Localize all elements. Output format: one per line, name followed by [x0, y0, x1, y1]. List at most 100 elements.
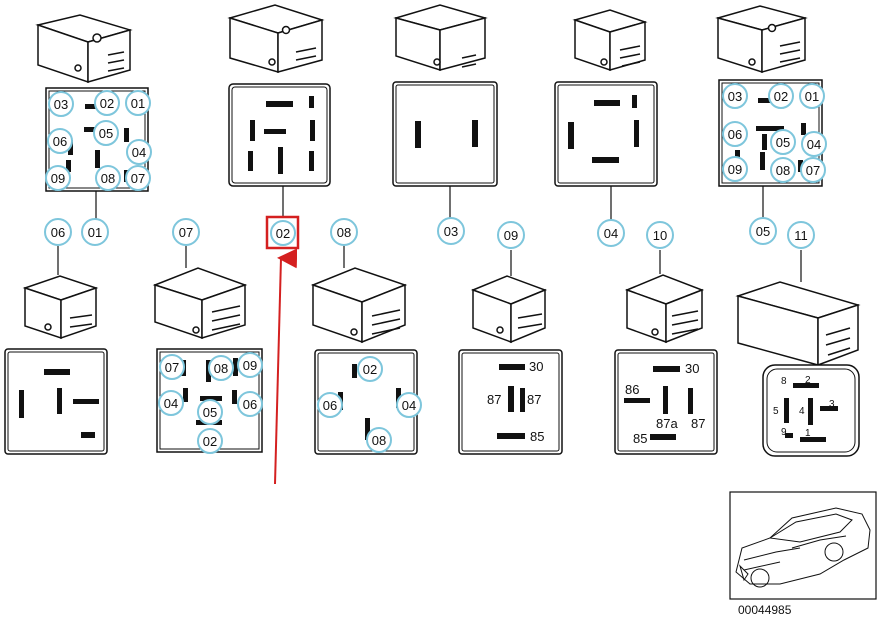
svg-text:05: 05 [756, 224, 770, 239]
pin-label: 09 [45, 165, 71, 191]
svg-text:11: 11 [794, 228, 808, 243]
relay-01-body-drawing [35, 14, 133, 84]
pin-label: 04 [126, 139, 152, 165]
relay-11 [735, 281, 861, 457]
svg-text:04: 04 [402, 398, 416, 413]
svg-text:04: 04 [604, 226, 618, 241]
pin-label: 03 [722, 83, 748, 109]
relay-09-body-drawing [470, 275, 548, 344]
svg-text:10: 10 [653, 228, 667, 243]
terminal-label: 30 [685, 361, 699, 376]
svg-text:04: 04 [132, 145, 146, 160]
svg-text:02: 02 [363, 362, 377, 377]
callout-06[interactable]: 06 [44, 218, 72, 246]
svg-text:04: 04 [164, 396, 178, 411]
pin-label: 01 [125, 90, 151, 116]
leader-lines [57, 186, 802, 282]
terminal-label: 8 [781, 376, 787, 387]
pin-label: 08 [770, 157, 796, 183]
relay-05-pin-labels: 03 02 01 06 05 04 09 08 07 [722, 83, 827, 183]
pin-label: 05 [770, 129, 796, 155]
relay-11-terminal-labels: 8 2 5 4 3 9 1 [773, 375, 835, 439]
terminal-label: 1 [805, 428, 811, 439]
callout-08[interactable]: 08 [330, 218, 358, 246]
svg-text:08: 08 [372, 433, 386, 448]
pin-label: 08 [366, 427, 392, 453]
svg-text:07: 07 [131, 171, 145, 186]
svg-text:02: 02 [276, 226, 290, 241]
pin-label: 09 [722, 156, 748, 182]
pin-label: 09 [237, 352, 263, 378]
svg-text:09: 09 [51, 171, 65, 186]
relay-09-terminal-labels: 30 87 87 85 [487, 359, 544, 444]
pin-label: 02 [357, 356, 383, 382]
selection-arrow [274, 248, 298, 485]
pin-label: 04 [396, 392, 422, 418]
callout-09[interactable]: 09 [497, 221, 525, 249]
relay-06-body-drawing [22, 275, 99, 340]
pin-label: 06 [722, 121, 748, 147]
callout-02[interactable]: 02 [265, 215, 300, 250]
part-number: 00044985 [738, 603, 792, 617]
svg-text:03: 03 [54, 97, 68, 112]
pin-label: 06 [317, 392, 343, 418]
svg-text:07: 07 [165, 360, 179, 375]
pin-label: 06 [47, 128, 73, 154]
callout-02-selection-box [265, 215, 300, 250]
vehicle-thumbnail: 00044985 [729, 491, 877, 617]
pin-label: 03 [48, 91, 74, 117]
callout-05[interactable]: 05 [749, 217, 777, 245]
svg-text:05: 05 [99, 126, 113, 141]
relay-04-pin-face [554, 81, 658, 187]
relay-04-body-drawing [572, 9, 648, 72]
terminal-label: 30 [529, 359, 543, 374]
callout-10[interactable]: 10 [646, 221, 674, 249]
svg-text:02: 02 [774, 89, 788, 104]
relay-02 [227, 4, 331, 187]
svg-text:08: 08 [776, 163, 790, 178]
svg-text:06: 06 [323, 398, 337, 413]
terminal-label: 86 [625, 382, 639, 397]
pin-label: 08 [95, 165, 121, 191]
relay-10-terminal-labels: 30 86 87a 87 85 [625, 361, 705, 446]
pin-label: 01 [799, 83, 825, 109]
terminal-label: 5 [773, 406, 779, 417]
terminal-label: 2 [805, 375, 811, 386]
svg-text:09: 09 [728, 162, 742, 177]
svg-text:06: 06 [728, 127, 742, 142]
svg-text:05: 05 [776, 135, 790, 150]
svg-text:03: 03 [444, 224, 458, 239]
svg-text:06: 06 [53, 134, 67, 149]
relay-03-body-drawing [393, 4, 488, 72]
relay-10-body-drawing [624, 274, 705, 344]
relay-09 [458, 275, 563, 455]
relay-05-body-drawing [715, 5, 808, 74]
relay-08-pin-labels: 02 06 04 08 [317, 356, 422, 453]
terminal-label: 85 [633, 431, 647, 446]
svg-text:08: 08 [337, 225, 351, 240]
svg-text:03: 03 [728, 89, 742, 104]
relay-07-pin-labels: 07 08 09 04 05 06 02 [158, 352, 263, 454]
callout-03[interactable]: 03 [437, 217, 465, 245]
relay-03 [392, 4, 498, 187]
terminal-label: 3 [829, 399, 835, 410]
callout-07[interactable]: 07 [172, 218, 200, 246]
terminal-label: 87a [656, 416, 678, 431]
pin-label: 02 [768, 83, 794, 109]
svg-text:01: 01 [805, 89, 819, 104]
callout-01[interactable]: 01 [81, 218, 109, 246]
svg-text:07: 07 [179, 225, 193, 240]
svg-text:01: 01 [131, 96, 145, 111]
car-icon [735, 507, 871, 588]
svg-text:01: 01 [88, 225, 102, 240]
pin-label: 02 [94, 90, 120, 116]
relay-06 [4, 275, 108, 455]
pin-label: 07 [800, 157, 826, 183]
callout-11[interactable]: 11 [787, 221, 815, 249]
pin-label: 06 [237, 391, 263, 417]
pin-label: 05 [197, 399, 223, 425]
callout-04[interactable]: 04 [597, 219, 625, 247]
terminal-label: 87 [487, 392, 501, 407]
